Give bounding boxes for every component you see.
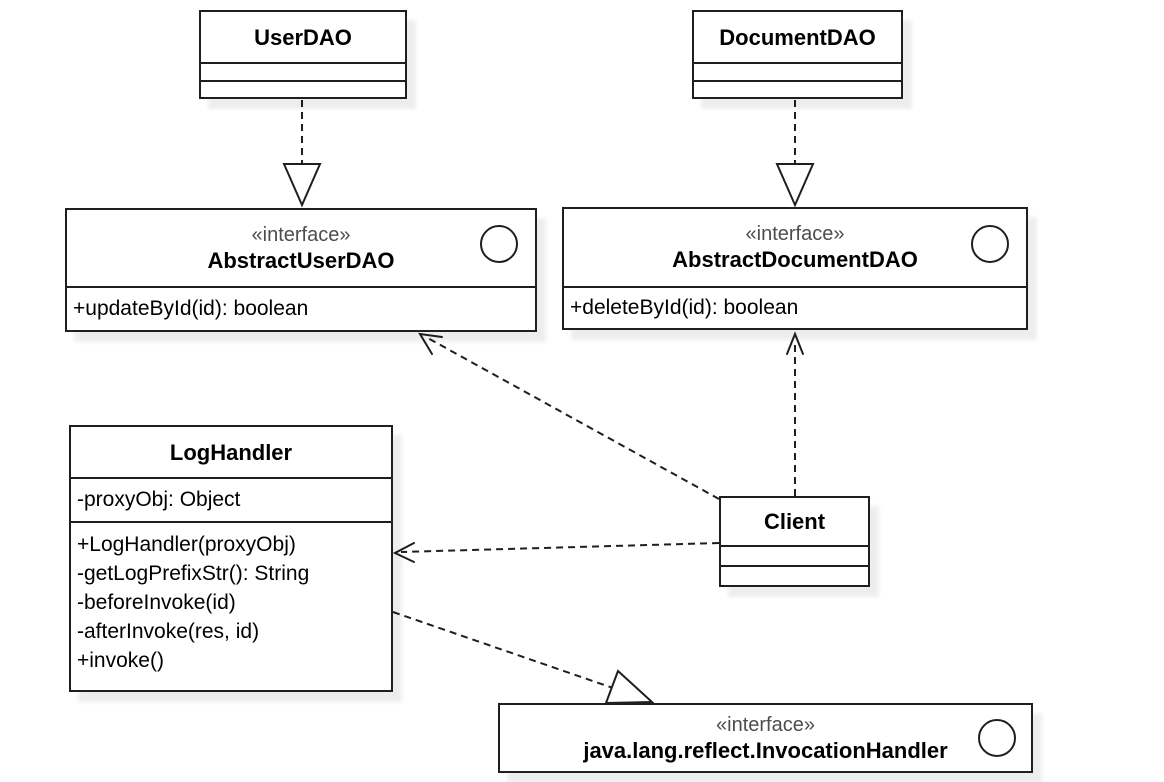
class-box-userdao[interactable]: UserDAO (199, 10, 407, 99)
methods-compartment-empty (694, 80, 901, 97)
title-compartment: «interface» AbstractUserDAO (67, 210, 535, 286)
interface-box-invocationhandler[interactable]: «interface» java.lang.reflect.Invocation… (498, 703, 1033, 773)
methods-compartment-empty (721, 565, 868, 585)
class-name: LogHandler (169, 439, 293, 465)
hollow-triangle-arrowhead (775, 163, 815, 208)
class-box-documentdao[interactable]: DocumentDAO (692, 10, 903, 99)
method-label: +updateById(id): boolean (73, 297, 309, 320)
open-arrowhead (786, 331, 804, 355)
edge-client-depends-abstractdocumentdao[interactable] (786, 331, 804, 496)
attribute-label: -proxyObj: Object (77, 488, 241, 511)
stereotype-label: «interface» (716, 713, 815, 736)
method-label: +deleteById(id): boolean (570, 296, 799, 319)
interface-circle-icon (978, 719, 1016, 757)
class-name: Client (763, 509, 826, 534)
class-box-client[interactable]: Client (719, 496, 870, 587)
class-name: AbstractDocumentDAO (672, 247, 918, 272)
attributes-compartment: -proxyObj: Object (71, 477, 391, 521)
edge-documentdao-realizes-abstractdocumentdao[interactable] (775, 100, 815, 208)
hollow-triangle-arrowhead (604, 669, 655, 705)
edge-client-depends-loghandler[interactable] (392, 542, 720, 563)
interface-circle-icon (480, 225, 518, 263)
edge-userdao-realizes-abstractuserdao[interactable] (282, 100, 322, 208)
methods-compartment: +LogHandler(proxyObj) -getLogPrefixStr()… (71, 521, 391, 690)
interface-box-abstractdocumentdao[interactable]: «interface» AbstractDocumentDAO +deleteB… (562, 207, 1028, 330)
class-name: AbstractUserDAO (207, 247, 395, 273)
class-name: UserDAO (254, 24, 352, 50)
interface-circle-icon (971, 225, 1009, 263)
title-compartment: «interface» java.lang.reflect.Invocation… (500, 705, 1031, 771)
stereotype-label: «interface» (251, 223, 351, 246)
open-arrowhead (418, 332, 443, 355)
title-compartment: «interface» AbstractDocumentDAO (564, 209, 1026, 286)
class-box-loghandler[interactable]: LogHandler -proxyObj: Object +LogHandler… (69, 425, 393, 692)
interface-box-abstractuserdao[interactable]: «interface» AbstractUserDAO +updateById(… (65, 208, 537, 332)
method-label: -afterInvoke(res, id) (77, 620, 260, 643)
edge-client-depends-abstractuserdao[interactable] (418, 332, 720, 500)
methods-compartment: +updateById(id): boolean (67, 286, 535, 330)
method-label: -beforeInvoke(id) (77, 591, 236, 614)
method-label: -getLogPrefixStr(): String (77, 562, 310, 585)
class-name: DocumentDAO (719, 24, 876, 50)
attributes-compartment-empty (721, 545, 868, 565)
stereotype-label: «interface» (745, 223, 845, 245)
attributes-compartment-empty (694, 62, 901, 80)
edge-loghandler-realizes-invocationhandler[interactable] (392, 611, 655, 705)
open-arrowhead (392, 542, 415, 563)
method-label: +invoke() (77, 649, 164, 672)
methods-compartment: +deleteById(id): boolean (564, 286, 1026, 328)
hollow-triangle-arrowhead (282, 163, 322, 208)
attributes-compartment-empty (201, 62, 405, 80)
class-name: java.lang.reflect.InvocationHandler (583, 737, 948, 763)
method-label: +LogHandler(proxyObj) (77, 533, 296, 556)
methods-compartment-empty (201, 80, 405, 97)
